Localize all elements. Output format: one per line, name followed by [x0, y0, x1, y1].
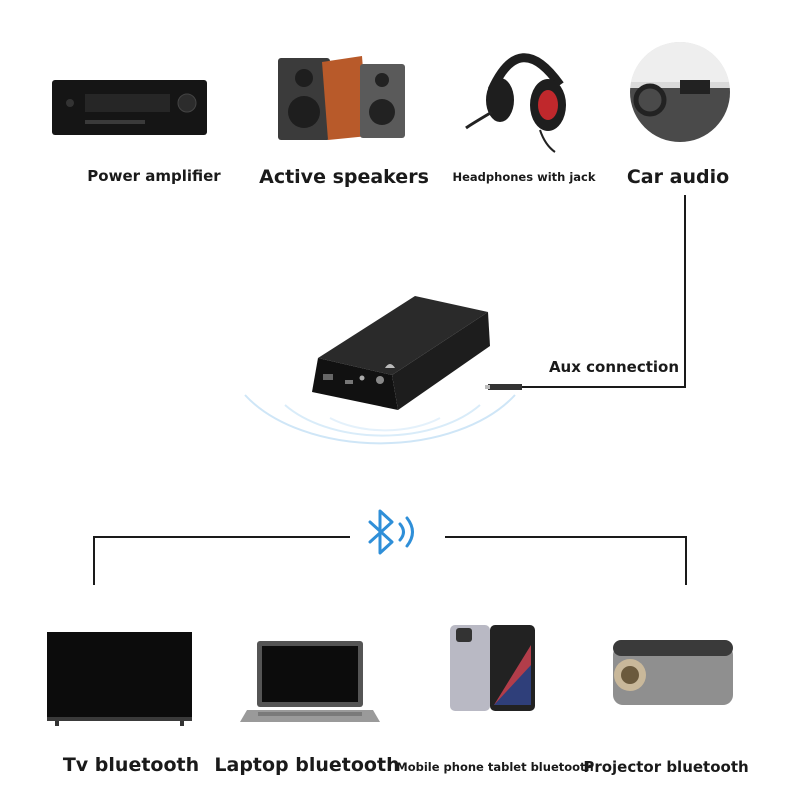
label-tv-bluetooth: Tv bluetooth — [62, 754, 200, 776]
mobile-phones-image — [450, 625, 535, 711]
car-audio-image — [630, 42, 730, 142]
label-car-audio: Car audio — [626, 166, 730, 188]
label-power-amplifier: Power amplifier — [87, 167, 221, 185]
laptop-image — [240, 641, 380, 722]
wireless-waves — [244, 394, 516, 445]
tv-image — [47, 632, 192, 726]
aux-connection-line — [520, 195, 686, 388]
bluetooth-receiver-device — [312, 296, 522, 410]
label-laptop-bluetooth: Laptop bluetooth — [214, 754, 400, 776]
label-aux-connection: Aux connection — [548, 358, 680, 376]
bluetooth-icon — [368, 509, 394, 555]
label-mobile-phone-tablet-bluetooth: Mobile phone tablet bluetooth — [396, 760, 594, 774]
projector-image — [613, 640, 733, 705]
label-active-speakers: Active speakers — [259, 166, 429, 188]
signal-waves-icon — [398, 516, 414, 548]
active-speakers-image — [278, 56, 405, 140]
power-amplifier-image — [52, 80, 207, 135]
headphones-image — [465, 53, 566, 153]
bluetooth-bracket-left — [93, 536, 350, 585]
label-headphones-with-jack: Headphones with jack — [452, 170, 596, 184]
label-projector-bluetooth: Projector bluetooth — [583, 758, 749, 776]
bluetooth-bracket-right — [445, 536, 687, 585]
